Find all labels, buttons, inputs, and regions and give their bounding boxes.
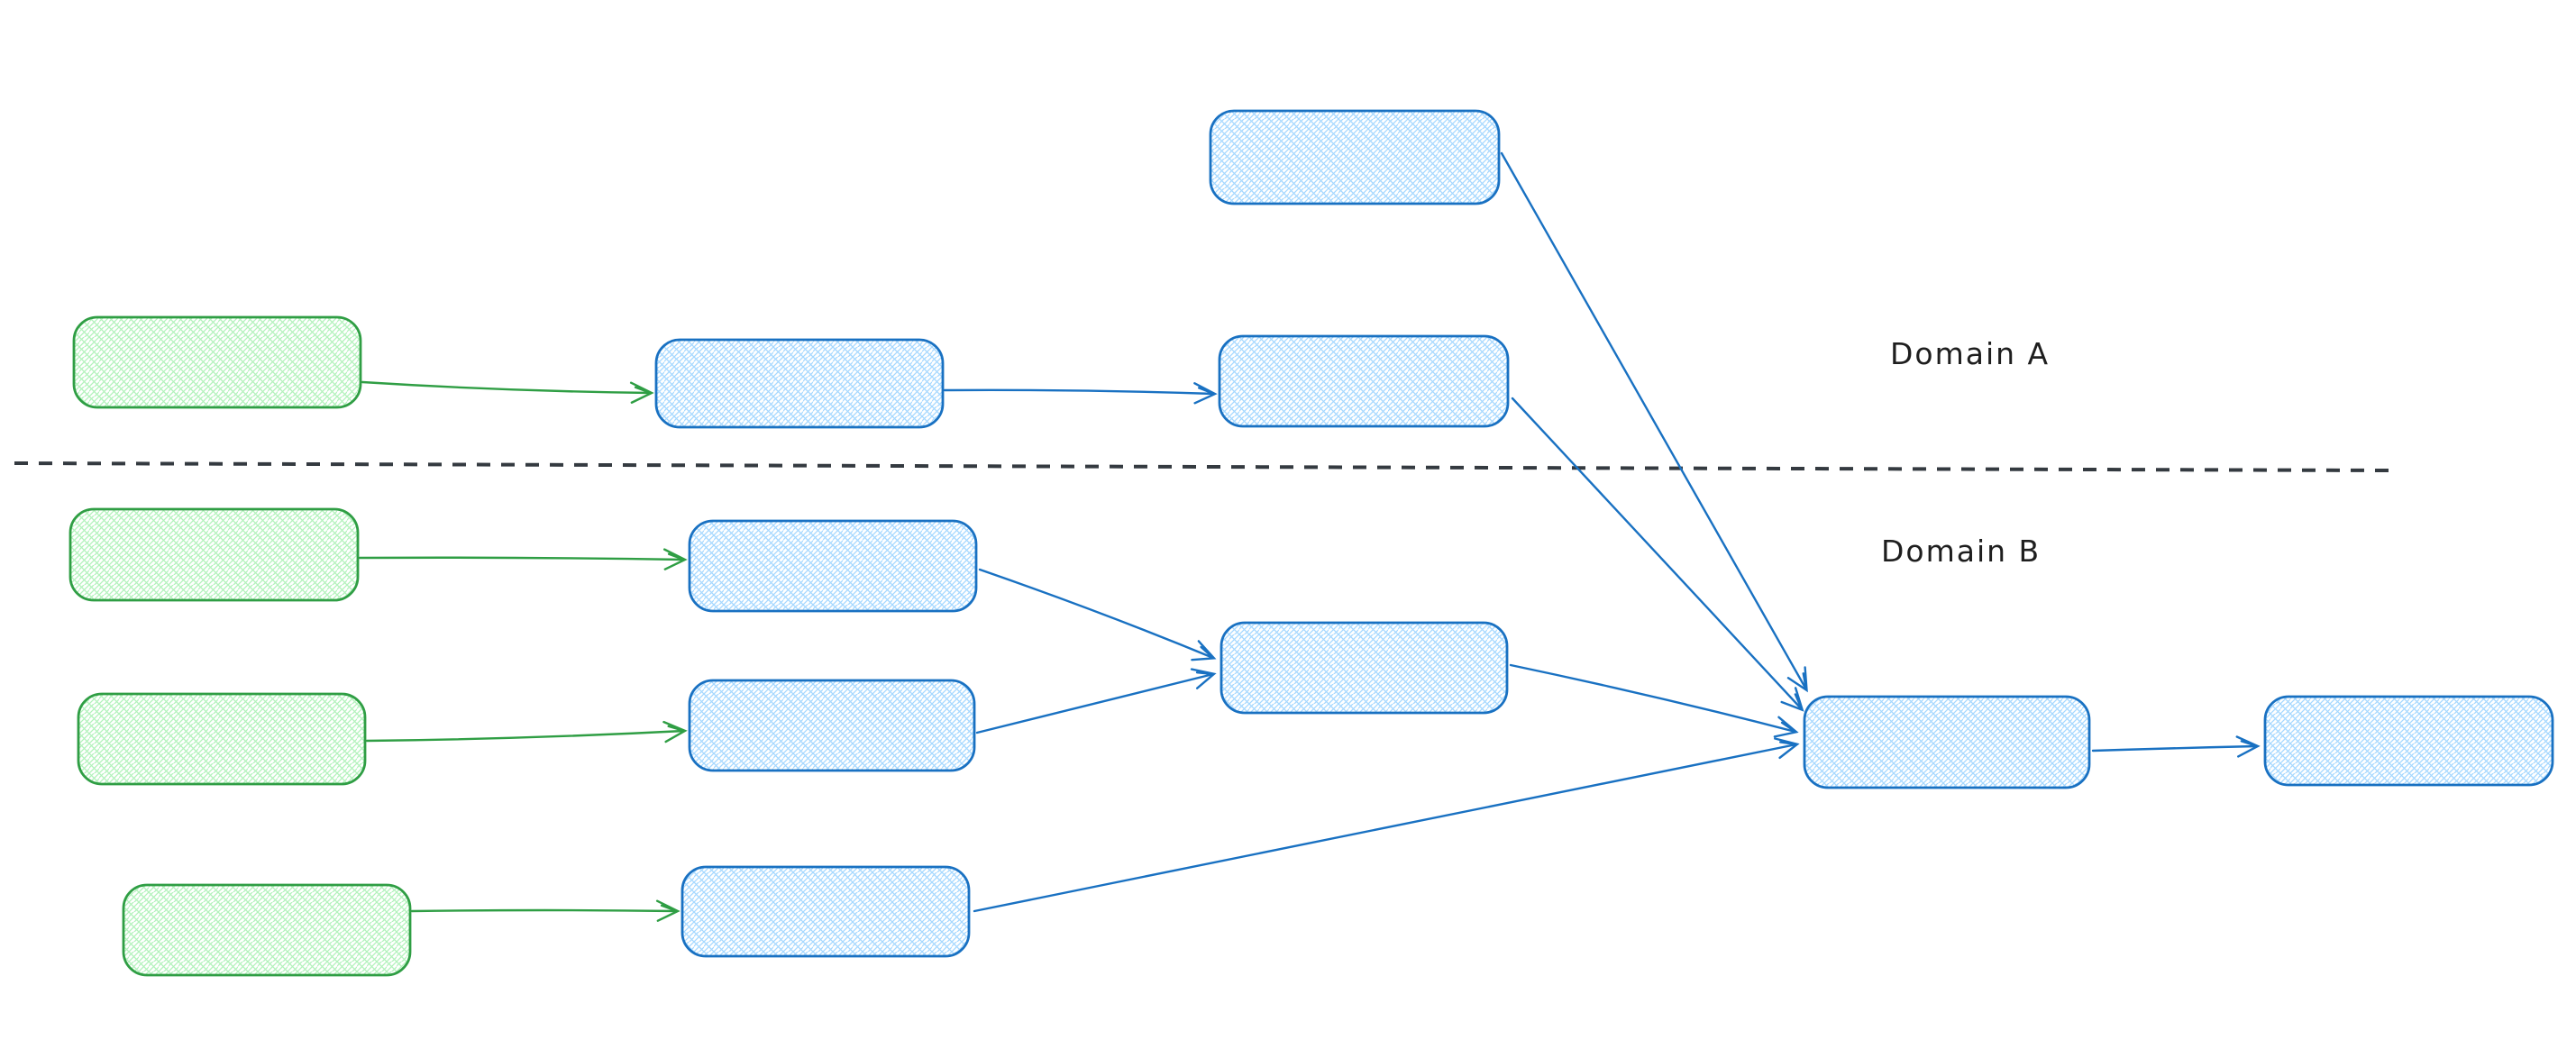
edge-blue-b1-to-b-merge[interactable]: [978, 568, 1217, 661]
node-green-b1[interactable]: [69, 507, 360, 602]
domain-divider-dashed-line[interactable]: [14, 461, 2393, 472]
node-blue-right-merge[interactable]: [1803, 695, 2091, 789]
domain-a-label[interactable]: Domain A: [1890, 336, 2050, 371]
edge-green-b1-to-blue-b1[interactable]: [358, 548, 688, 570]
node-blue-b3[interactable]: [681, 865, 971, 958]
edge-green-b3-to-blue-b3[interactable]: [410, 899, 681, 922]
edge-blue-b2-to-b-merge[interactable]: [975, 668, 1217, 734]
node-blue-b2[interactable]: [688, 679, 976, 772]
node-blue-a1[interactable]: [654, 338, 945, 429]
node-green-a[interactable]: [72, 315, 362, 409]
edge-blue-b-merge-to-right-merge[interactable]: [1509, 663, 1799, 738]
node-blue-b1[interactable]: [688, 519, 978, 613]
node-green-b3[interactable]: [122, 883, 412, 977]
node-blue-b-merge[interactable]: [1219, 621, 1509, 715]
edge-blue-top-to-right-merge[interactable]: [1500, 151, 1808, 693]
domain-b-label[interactable]: Domain B: [1881, 534, 2041, 569]
edge-blue-a2-to-right-merge[interactable]: [1511, 397, 1804, 712]
edge-blue-a1-to-blue-a2[interactable]: [943, 382, 1218, 405]
node-blue-top[interactable]: [1209, 109, 1501, 205]
node-blue-a2[interactable]: [1218, 334, 1510, 428]
edge-blue-b3-to-right-merge[interactable]: [973, 737, 1800, 913]
edge-green-b2-to-blue-b2[interactable]: [365, 720, 688, 743]
edge-green-a-to-blue-a1[interactable]: [361, 380, 654, 404]
node-blue-final[interactable]: [2263, 695, 2554, 787]
node-green-b2[interactable]: [77, 692, 367, 786]
edge-blue-right-merge-to-final[interactable]: [2091, 735, 2261, 758]
